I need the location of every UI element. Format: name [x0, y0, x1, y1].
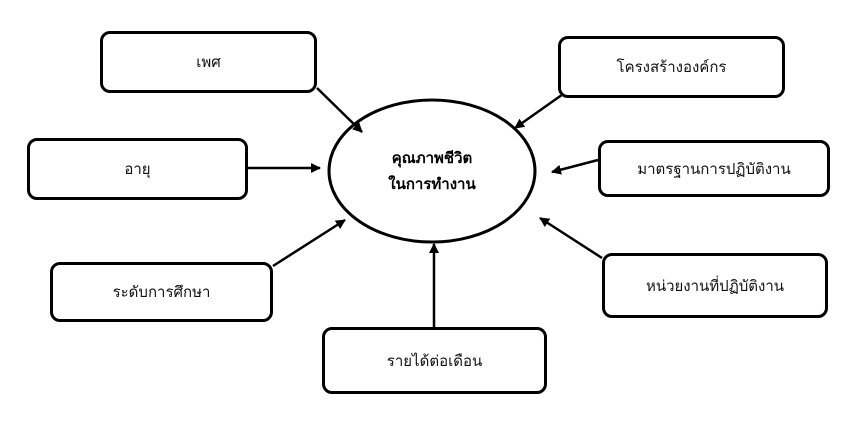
- center-line-1: คุณภาพชีวิต: [391, 149, 473, 167]
- arrow-education: [272, 218, 346, 268]
- center-ellipse: [327, 98, 537, 244]
- central-concept: คุณภาพชีวิต ในการทำงาน: [330, 100, 534, 242]
- arrow-work-standard: [551, 158, 599, 175]
- arrow-org-structure: [514, 90, 567, 130]
- center-line-2: ในการทำงาน: [388, 175, 476, 193]
- arrow-gender: [316, 87, 363, 133]
- factor-income: รายได้ต่อเดือน: [322, 327, 547, 394]
- arrow-work-unit: [539, 216, 603, 260]
- factor-gender: เพศ: [100, 31, 317, 93]
- factor-work-unit: หน่วยงานที่ปฏิบัติงาน: [602, 253, 828, 318]
- factor-work-standard: มาตรฐานการปฏิบัติงาน: [598, 140, 830, 197]
- factor-age: อายุ: [27, 138, 248, 200]
- factor-education: ระดับการศึกษา: [50, 262, 273, 322]
- factor-org-structure: โครงสร้างองค์กร: [558, 36, 785, 98]
